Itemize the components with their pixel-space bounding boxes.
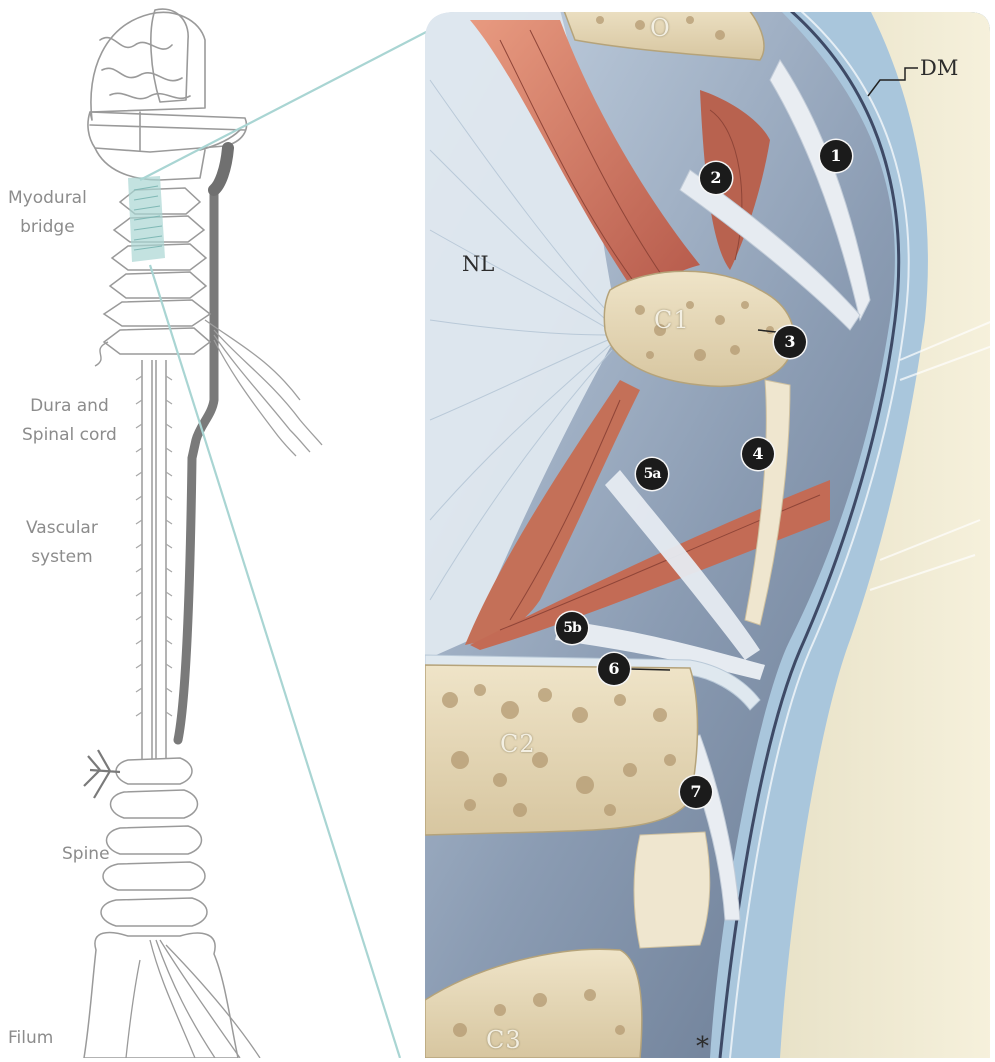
marker-5a: 5a xyxy=(636,458,668,490)
marker-2: 2 xyxy=(700,162,732,194)
label-dura-spinal-cord: Dura and Spinal cord xyxy=(22,392,117,450)
label-atlas-c1: C1 xyxy=(654,306,690,334)
label-axis-c2: C2 xyxy=(500,730,536,758)
label-nuchal-ligament: NL xyxy=(462,252,494,276)
label-vascular-system: Vascular system xyxy=(26,514,98,572)
c2-c3-disc xyxy=(634,832,710,948)
marker-5b: 5b xyxy=(556,612,588,644)
marker-1: 1 xyxy=(820,140,852,172)
label-c3: C3 xyxy=(486,1026,522,1054)
label-spine: Spine xyxy=(62,840,110,869)
marker-3: 3 xyxy=(774,326,806,358)
marker-6: 6 xyxy=(598,653,630,685)
label-filum: Filum xyxy=(8,1024,53,1053)
axis-c2 xyxy=(425,665,698,835)
label-dura-mater: DM xyxy=(920,56,958,80)
marker-4: 4 xyxy=(742,438,774,470)
label-occipital: O xyxy=(650,14,671,42)
marker-7: 7 xyxy=(680,776,712,808)
label-myodural-bridge: Myodural bridge xyxy=(8,184,87,242)
